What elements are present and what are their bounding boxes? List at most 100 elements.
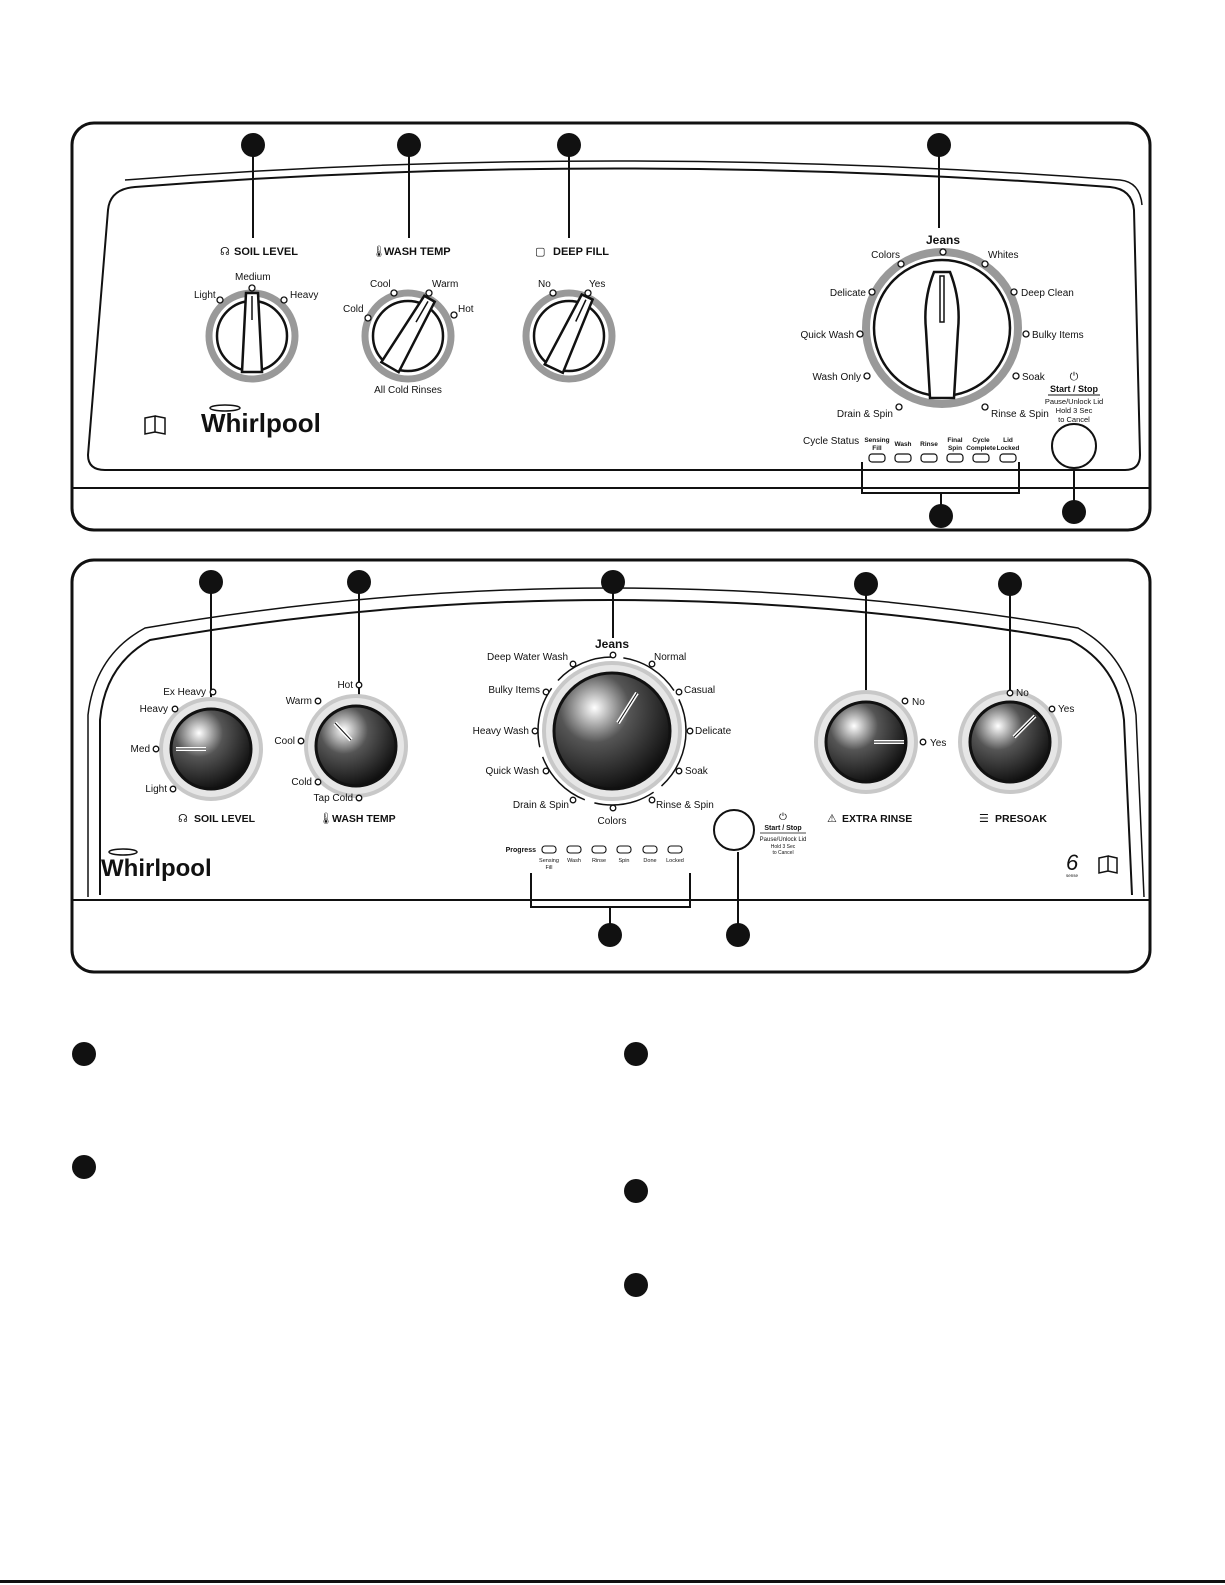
soil-level-knob-1[interactable] [205, 289, 299, 383]
cycle-status-title: Cycle Status [803, 436, 859, 447]
progress-label: Locked [666, 858, 684, 864]
panel-1-face [86, 167, 1142, 471]
cycle-label: Quick Wash [800, 330, 854, 341]
cycle-knob-2[interactable] [537, 656, 687, 806]
status-light [972, 453, 990, 463]
soil-label-medium: Medium [235, 272, 271, 283]
temp-label: Warm [286, 696, 312, 707]
rinse-label-yes: Yes [930, 738, 946, 749]
presoak-label-no: No [1016, 688, 1029, 699]
soil-label-heavy: Heavy [290, 290, 318, 301]
cycle-label: Rinse & Spin [656, 800, 714, 811]
callout-marker [726, 923, 750, 947]
callout-marker [929, 504, 953, 528]
status-label: Lid [1003, 437, 1013, 444]
soil-level-title-2: SOIL LEVEL [194, 813, 256, 825]
cycle-label: Rinse & Spin [991, 409, 1049, 420]
wash-temp-knob-2[interactable] [304, 694, 408, 798]
start-stop-title-2: Start / Stop [764, 825, 801, 832]
panel-1-face-outer [124, 160, 1143, 206]
cycle-position-dots-1 [856, 248, 1030, 411]
status-label-line2: Spin [948, 445, 962, 452]
fill-label-yes: Yes [589, 279, 605, 290]
start-stop-button-2[interactable] [713, 809, 755, 851]
status-label-line2: Complete [966, 445, 996, 452]
status-label: Rinse [920, 441, 938, 448]
cycle-label: Casual [684, 685, 715, 696]
wash-temp-title-2: WASH TEMP [332, 813, 396, 825]
legend-marker [72, 1042, 96, 1066]
whirlpool-swirl-2 [108, 848, 138, 856]
progress-light [616, 845, 632, 854]
status-label: Cycle [972, 437, 990, 444]
start-stop-sub-1: Pause/Unlock Lid [1045, 397, 1103, 406]
fill-label-no: No [538, 279, 551, 290]
status-light [999, 453, 1017, 463]
cycle-label: Drain & Spin [837, 409, 893, 420]
progress-label: Rinse [592, 858, 606, 864]
deep-fill-knob-1[interactable] [522, 289, 616, 383]
sense-word: sense [1066, 873, 1079, 878]
legend-markers [72, 1042, 648, 1297]
cycle-label: Drain & Spin [513, 800, 569, 811]
callout-marker [557, 133, 581, 157]
panel-2: Ex Heavy Heavy Med Light ☊ SOIL LEVEL Ho… [70, 558, 1152, 974]
cycle-label: Bulky Items [488, 685, 540, 696]
bottom-rule [0, 1580, 1225, 1583]
legend-marker [624, 1042, 648, 1066]
callout-marker [598, 923, 622, 947]
callout-marker [199, 570, 223, 594]
soil-level-knob-2[interactable] [159, 697, 263, 801]
start-stop-sub: to Cancel [772, 850, 793, 856]
cycle-label: Soak [1022, 372, 1046, 383]
wash-temp-title-1: WASH TEMP [384, 246, 451, 258]
temp-label-cold: Cold [343, 304, 364, 315]
cycle-label: Deep Clean [1021, 288, 1074, 299]
cycle-label-jeans: Jeans [595, 637, 629, 651]
extra-rinse-knob[interactable] [814, 690, 918, 794]
temp-label-cool: Cool [370, 279, 391, 290]
status-light [946, 453, 964, 463]
tub-icon: ▢ [535, 246, 545, 258]
progress-label: Sensing [539, 858, 559, 864]
progress-light [642, 845, 658, 854]
progress-label: Done [643, 858, 656, 864]
cycle-label: Delicate [830, 288, 867, 299]
presoak-label-yes: Yes [1058, 704, 1074, 715]
soil-label: Ex Heavy [163, 687, 206, 698]
power-icon: ⏻ [1070, 371, 1079, 383]
cycle-label: Normal [654, 652, 686, 663]
cycle-label-jeans: Jeans [926, 233, 960, 247]
cycle-knob-1[interactable] [862, 248, 1022, 408]
rinse-label-no: No [912, 697, 925, 708]
start-stop-sub: Hold 3 Sec [771, 844, 796, 850]
status-label: Wash [894, 441, 911, 448]
status-label: Final [947, 437, 962, 444]
temp-label: Cool [274, 736, 295, 747]
temp-label-hot: Hot [458, 304, 474, 315]
status-light [868, 453, 886, 463]
shirt-icon: ☊ [178, 813, 188, 825]
soil-level-title-1: SOIL LEVEL [234, 246, 298, 258]
callout-marker [241, 133, 265, 157]
start-stop-button-1[interactable] [1051, 423, 1097, 469]
status-label-line2: Locked [997, 445, 1020, 452]
progress-light [541, 845, 557, 854]
presoak-knob[interactable] [958, 690, 1062, 794]
soil-label: Med [131, 744, 150, 755]
cycle-label: Wash Only [812, 372, 861, 383]
sense-number: 6 [1066, 850, 1079, 875]
start-stop-sub: Pause/Unlock Lid [760, 837, 807, 843]
status-label-line2: Fill [872, 445, 882, 452]
temp-label: Tap Cold [314, 793, 353, 804]
callout-marker [397, 133, 421, 157]
soil-label-light: Light [194, 290, 216, 301]
wash-temp-knob-1[interactable] [361, 289, 455, 383]
power-icon: ⏻ [779, 812, 787, 823]
warning-icon: ⚠ [827, 813, 837, 825]
status-light [894, 453, 912, 463]
start-stop-sub-2: Hold 3 Sec [1056, 406, 1093, 415]
legend-marker [624, 1179, 648, 1203]
